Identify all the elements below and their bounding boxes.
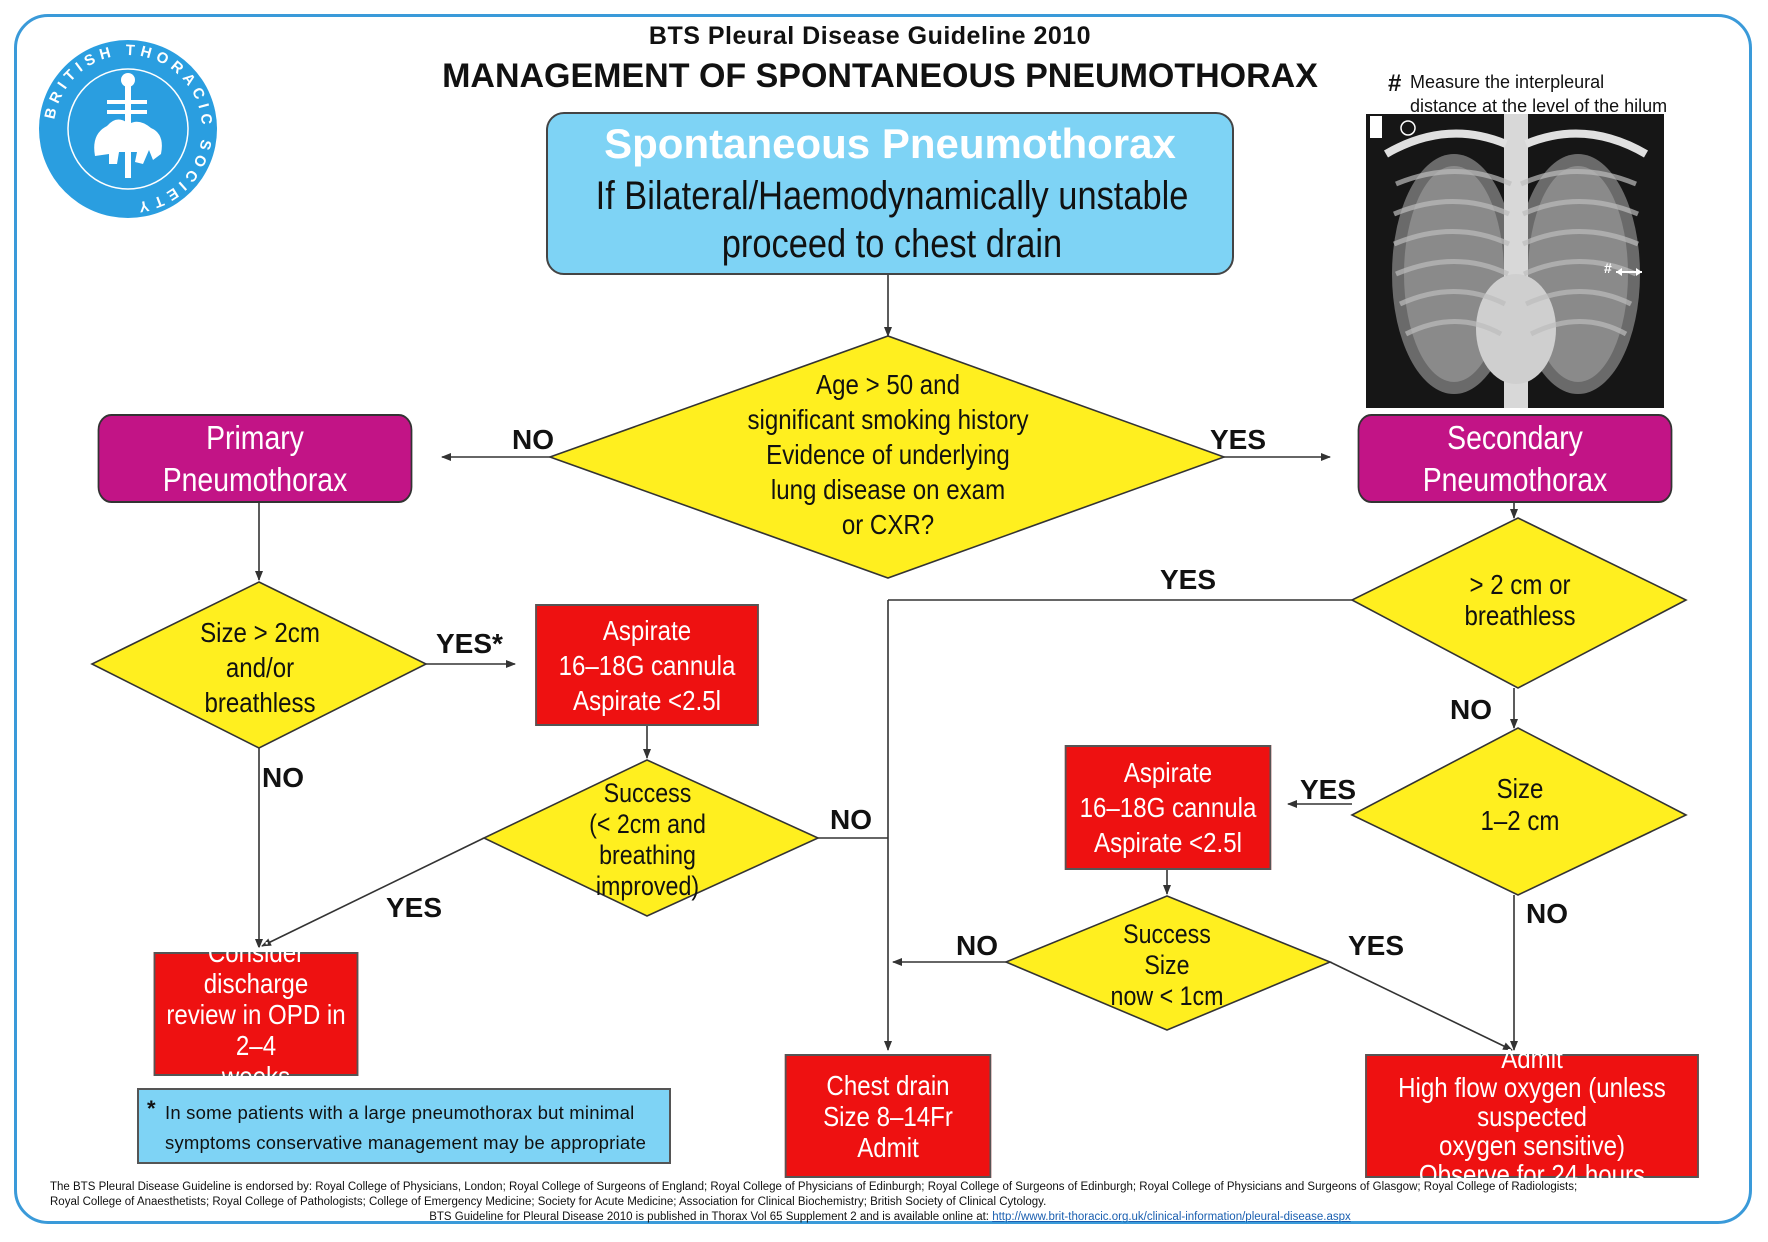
discharge-box: Consider discharge review in OPD in 2–4 … bbox=[153, 937, 359, 1092]
guideline-heading: BTS Pleural Disease Guideline 2010 bbox=[648, 21, 1092, 50]
primary-pneumothorax-box: Primary Pneumothorax bbox=[97, 414, 413, 503]
label-yes-secondary-size: YES bbox=[1160, 564, 1217, 595]
primary-aspirate-box: Aspirate 16–18G cannula Aspirate <2.5l bbox=[535, 604, 759, 726]
bts-logo: BRITISH THORACIC SOCIETY bbox=[37, 38, 219, 220]
primary-size-text: Size > 2cm and/or breathless bbox=[200, 616, 320, 718]
secondary-size-text: > 2 cm or breathless bbox=[1464, 569, 1576, 631]
footnote-star: * bbox=[147, 1096, 156, 1121]
secondary-success-text: Success Size now < 1cm bbox=[1110, 918, 1224, 1011]
admit-box: Admit High flow oxygen (unless suspected… bbox=[1365, 1044, 1699, 1189]
xray-note-hash: # bbox=[1388, 70, 1402, 97]
label-yes-secondary: YES bbox=[1210, 424, 1267, 455]
secondary-size2-text: Size 1–2 cm bbox=[1480, 773, 1560, 836]
decision-primary-size-diamond bbox=[90, 581, 428, 749]
decision-secondary-success-diamond bbox=[1003, 895, 1333, 1031]
secondary-pneumothorax-box: Secondary Pneumothorax bbox=[1357, 414, 1673, 503]
arrow-success2-yes-to-admit bbox=[1329, 961, 1513, 1051]
secondary-aspirate-box: Aspirate 16–18G cannula Aspirate <2.5l bbox=[1064, 745, 1272, 870]
footer-line-1: The BTS Pleural Disease Guideline is end… bbox=[50, 1181, 1578, 1193]
label-yes-secondary-size2: YES bbox=[1300, 774, 1357, 805]
decision-secondary-size2-diamond bbox=[1350, 727, 1688, 896]
page-title: MANAGEMENT OF SPONTANEOUS PNEUMOTHORAX bbox=[442, 56, 1318, 95]
xray-note: Measure the interpleural distance at the… bbox=[1410, 72, 1668, 116]
label-no-secondary-size2: NO bbox=[1526, 898, 1568, 929]
decision-secondary-size-diamond bbox=[1350, 517, 1688, 689]
spontaneous-pneumothorax-box: Spontaneous Pneumothorax If Bilateral/Ha… bbox=[546, 112, 1234, 275]
label-no-primary: NO bbox=[512, 424, 554, 455]
chest-drain-box: Chest drain Size 8–14Fr Admit bbox=[784, 1054, 992, 1178]
xray-marker: # bbox=[1604, 260, 1612, 276]
footnote-text: In some patients with a large pneumothor… bbox=[165, 1102, 647, 1153]
label-no-secondary-success: NO bbox=[956, 930, 998, 961]
label-no-primary-success: NO bbox=[830, 804, 872, 835]
label-yes-primary-success: YES bbox=[386, 892, 443, 923]
footer-link[interactable]: http://www.brit-thoracic.org.uk/clinical… bbox=[992, 1211, 1351, 1223]
primary-success-text: Success (< 2cm and breathing improved) bbox=[589, 778, 706, 901]
decision-primary-success-diamond bbox=[482, 759, 820, 917]
decision-main-text: Age > 50 and significant smoking history… bbox=[747, 368, 1029, 540]
top-box-title: Spontaneous Pneumothorax bbox=[604, 120, 1176, 167]
decision-main-diamond bbox=[547, 335, 1227, 579]
label-no-primary-size: NO bbox=[262, 762, 304, 793]
label-yes-secondary-success: YES bbox=[1348, 930, 1405, 961]
label-no-secondary-size: NO bbox=[1450, 694, 1492, 725]
footer-line-3-row: BTS Guideline for Pleural Disease 2010 i… bbox=[50, 1210, 1730, 1225]
footer-line-2: Royal College of Anaesthetists; Royal Co… bbox=[50, 1196, 1047, 1208]
footer-line-3: BTS Guideline for Pleural Disease 2010 i… bbox=[429, 1211, 993, 1223]
chest-xray-image: # bbox=[1366, 114, 1664, 408]
arrow-success-yes-to-discharge bbox=[261, 837, 485, 947]
label-yes-star: YES* bbox=[436, 628, 503, 659]
footer: The BTS Pleural Disease Guideline is end… bbox=[50, 1180, 1730, 1225]
page-frame bbox=[14, 14, 1752, 1224]
top-box-subtitle: If Bilateral/Haemodynamically unstable p… bbox=[595, 174, 1189, 266]
footnote-box: * In some patients with a large pneumoth… bbox=[137, 1088, 671, 1164]
